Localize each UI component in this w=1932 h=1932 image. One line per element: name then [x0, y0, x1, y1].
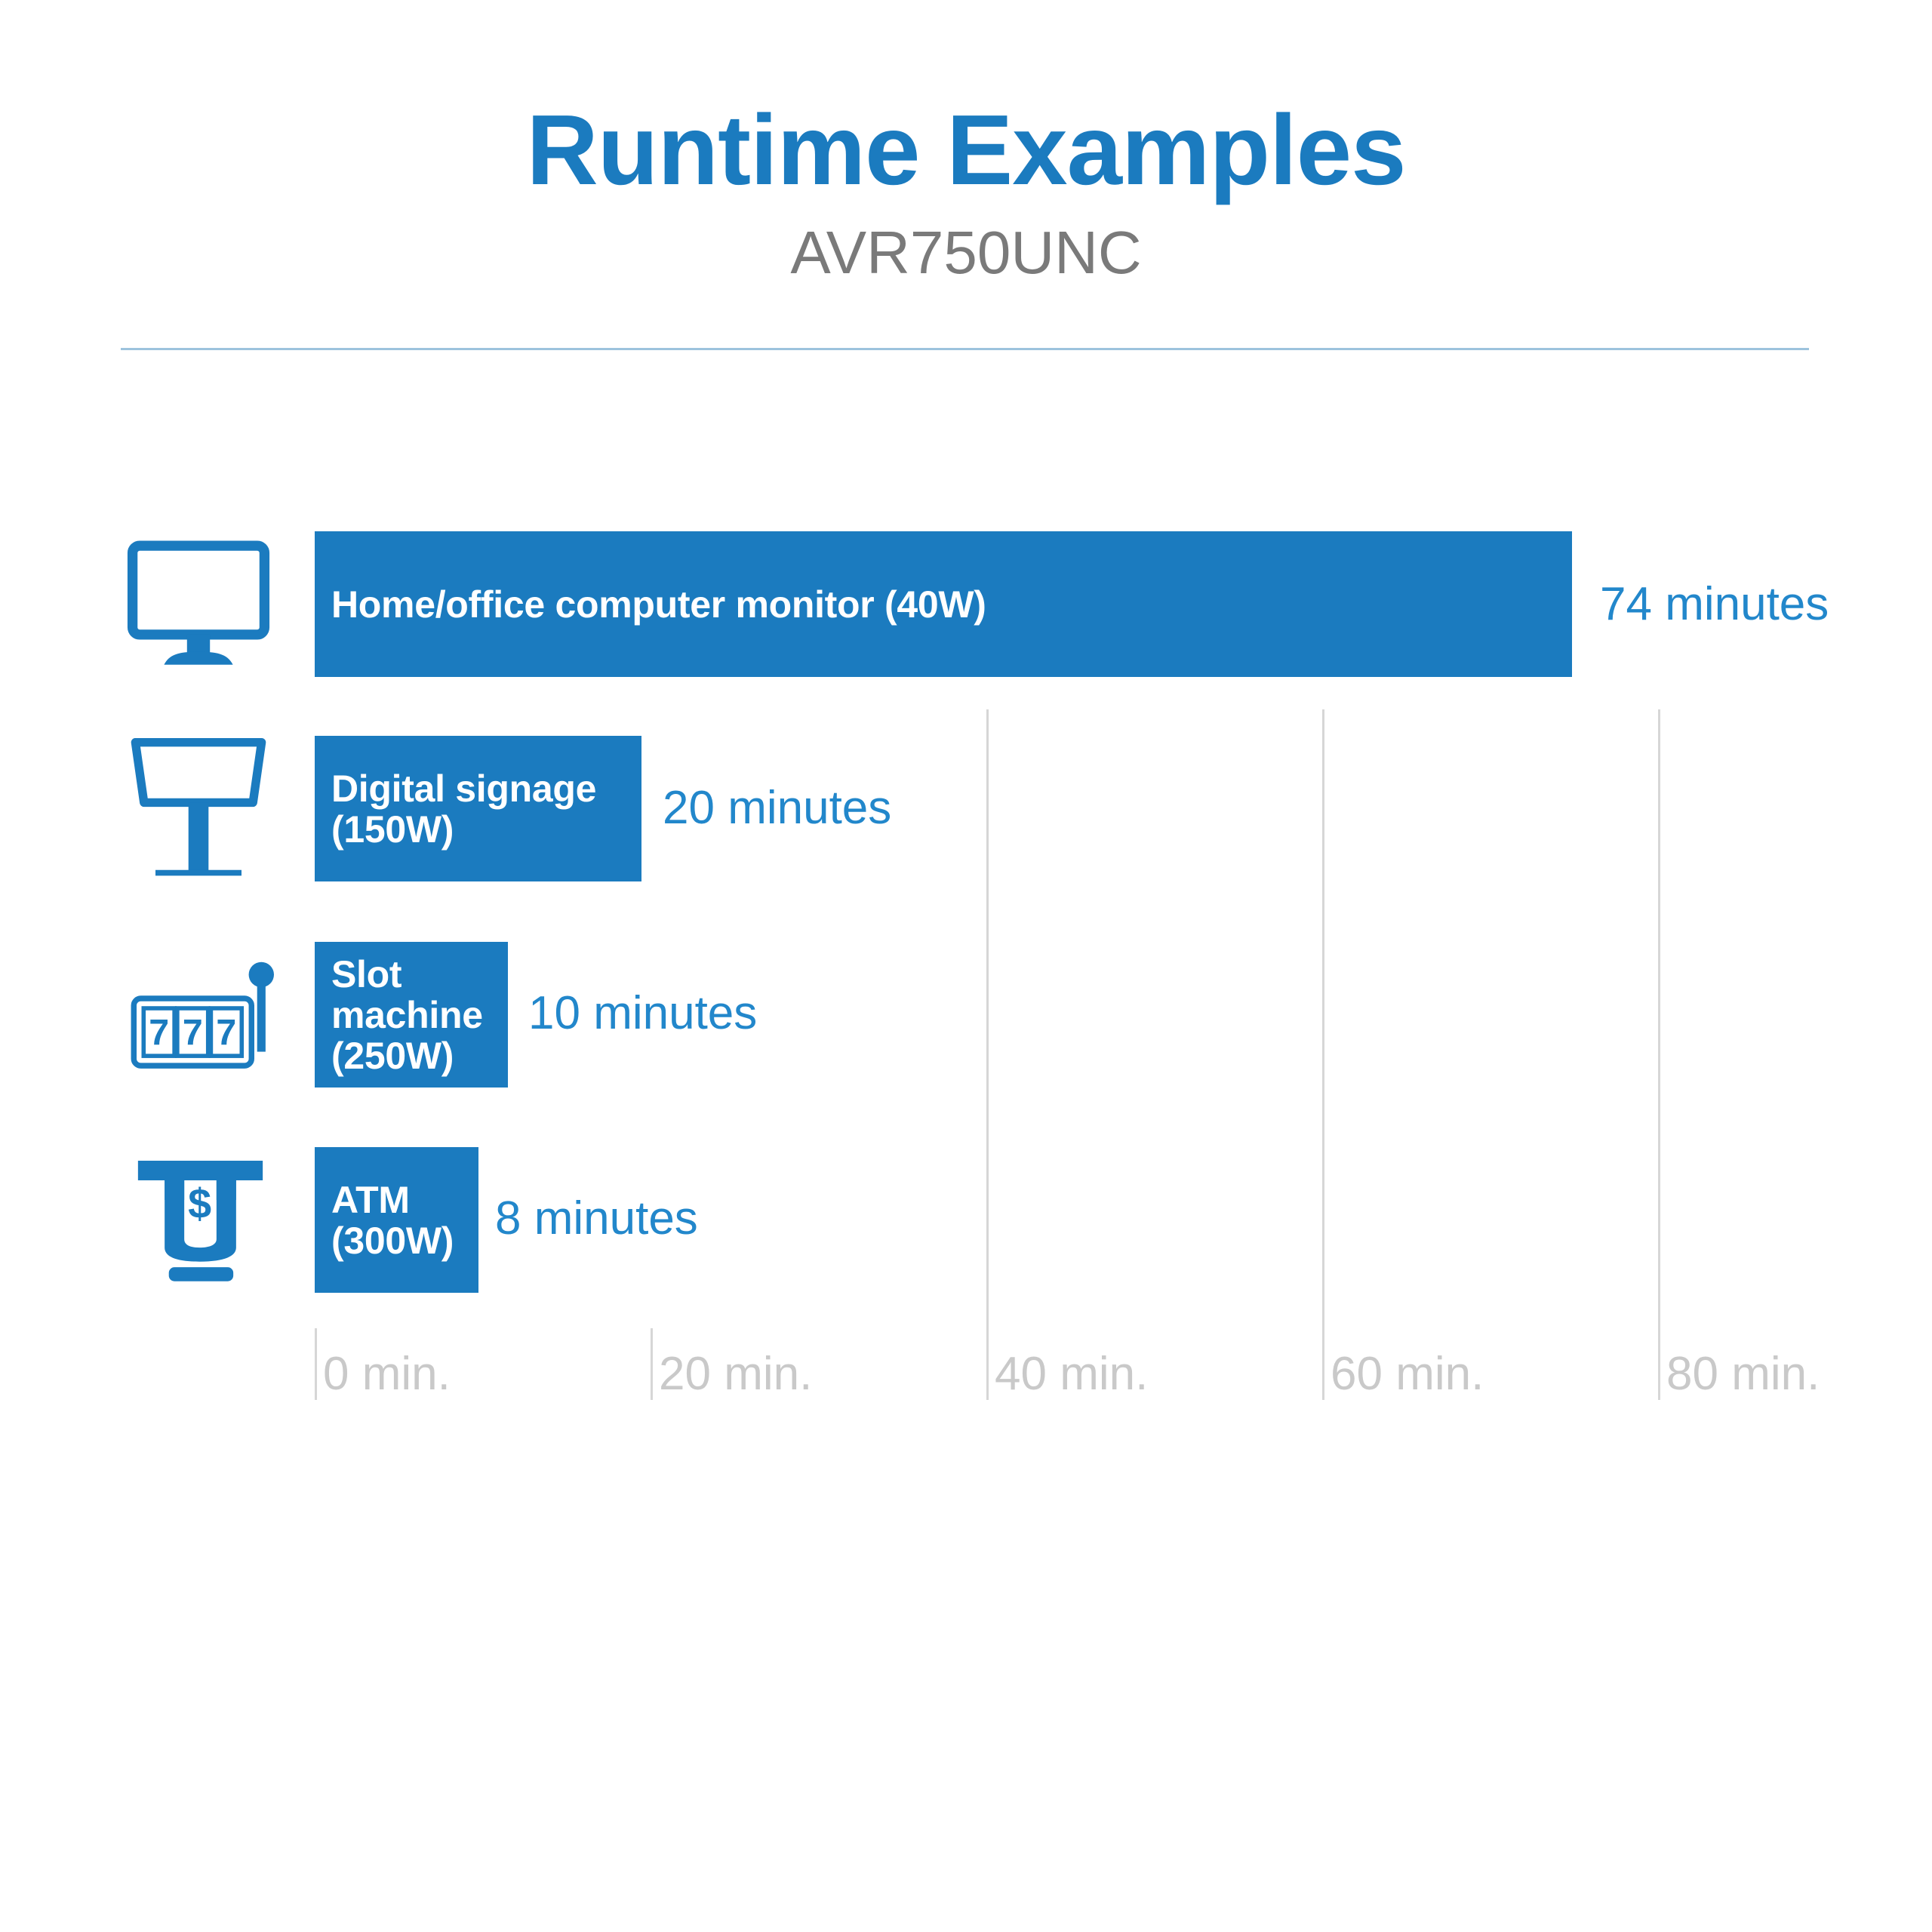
bar-atm: ATM (300W) — [315, 1147, 478, 1293]
page-subtitle: AVR750UNC — [790, 218, 1142, 286]
header: Runtime Examples AVR750UNC — [0, 94, 1932, 286]
gridline-60 — [1322, 709, 1324, 1400]
bar-label-digital-signage: Digital signage (150W) — [331, 767, 597, 851]
bar-label-slot-machine: Slot machine (250W) — [331, 952, 483, 1077]
bar-monitor: Home/office computer monitor (40W) — [315, 531, 1572, 677]
value-label-atm: 8 minutes — [495, 1192, 698, 1244]
value-label-digital-signage: 20 minutes — [663, 782, 892, 834]
svg-text:7: 7 — [149, 1012, 169, 1053]
gridline-80 — [1658, 709, 1660, 1400]
digital-signage-icon — [127, 734, 270, 884]
value-label-monitor: 74 minutes — [1600, 578, 1829, 630]
axis-tick-60: 60 min. — [1331, 1348, 1484, 1400]
slot-machine-icon: 7 7 7 — [127, 940, 274, 1087]
gridline-20 — [651, 1328, 653, 1400]
header-divider — [121, 348, 1809, 350]
atm-icon: $ — [127, 1141, 274, 1288]
gridline-40 — [986, 709, 989, 1400]
axis-tick-80: 80 min. — [1666, 1348, 1820, 1400]
value-label-slot-machine: 10 minutes — [528, 987, 758, 1039]
axis-tick-0: 0 min. — [323, 1348, 451, 1400]
bar-slot-machine: Slot machine (250W) — [315, 942, 508, 1088]
axis-tick-40: 40 min. — [995, 1348, 1149, 1400]
svg-text:7: 7 — [216, 1012, 236, 1053]
svg-text:$: $ — [188, 1180, 211, 1227]
page-title: Runtime Examples — [526, 94, 1406, 205]
bar-digital-signage: Digital signage (150W) — [315, 736, 641, 881]
monitor-icon — [127, 533, 270, 676]
gridline-0 — [315, 1328, 317, 1400]
bar-label-atm: ATM (300W) — [331, 1178, 454, 1262]
svg-text:7: 7 — [183, 1012, 203, 1053]
axis-tick-20: 20 min. — [659, 1348, 813, 1400]
bar-label-monitor: Home/office computer monitor (40W) — [331, 583, 986, 626]
